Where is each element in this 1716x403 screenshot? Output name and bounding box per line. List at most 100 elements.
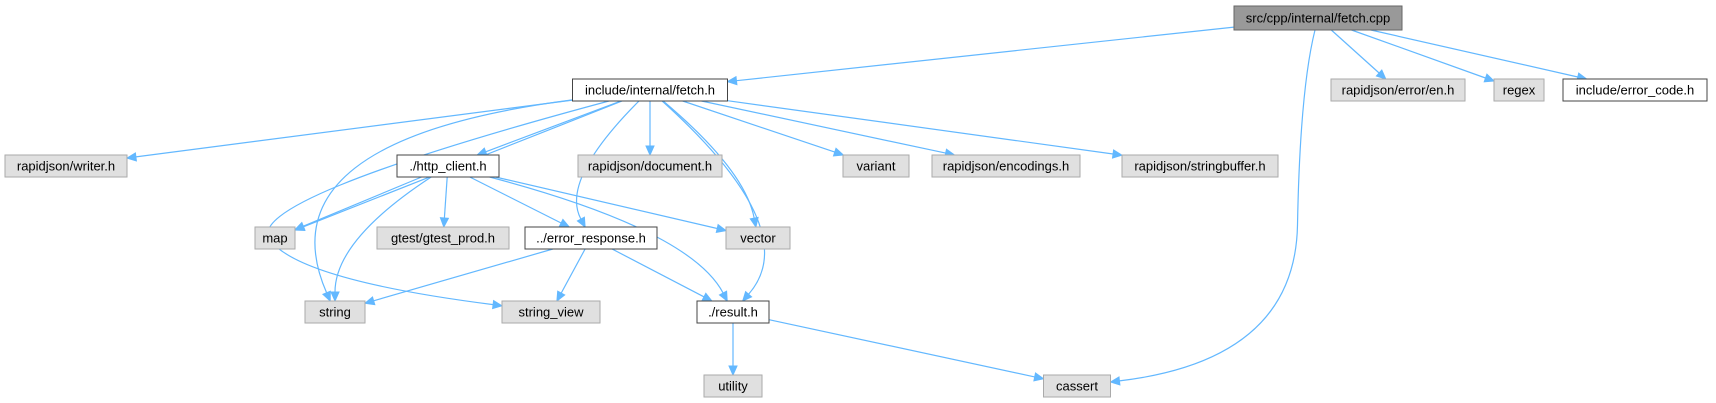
node-label: ../error_response.h <box>536 231 646 246</box>
edge-arrowhead <box>1033 372 1045 382</box>
edge-line <box>495 176 718 230</box>
edge-http_client-to-gtest_prod <box>439 176 450 229</box>
node-label: rapidjson/encodings.h <box>943 159 1069 174</box>
edge-http_client-to-error_response <box>469 176 571 228</box>
node-label: map <box>262 231 287 246</box>
node-box <box>572 78 728 102</box>
node-variant: variant <box>842 154 910 178</box>
edge-fetch_cpp-to-cassert <box>1109 29 1316 386</box>
node-box <box>1233 5 1403 31</box>
edge-fetch_h-to-result <box>661 100 765 302</box>
edge-line <box>611 248 705 298</box>
edge-line <box>682 100 835 153</box>
edge-fetch_h-to-string_view <box>267 100 610 310</box>
edge-arrowhead <box>645 145 655 157</box>
edge-arrowhead <box>1375 69 1387 80</box>
node-box <box>376 226 510 250</box>
node-label: vector <box>740 231 776 246</box>
edge-line <box>662 100 755 219</box>
node-box <box>254 226 296 250</box>
edge-fetch_h-to-vector <box>662 100 759 229</box>
edge-arrowhead <box>363 296 376 306</box>
node-writer: rapidjson/writer.h <box>4 154 128 178</box>
edge-fetch_cpp-to-error_code <box>1370 29 1588 82</box>
node-label: string_view <box>518 305 584 320</box>
edge-error_response-to-string <box>363 248 554 306</box>
node-label: src/cpp/internal/fetch.cpp <box>1246 11 1391 26</box>
node-result[interactable]: ./result.h <box>696 300 770 324</box>
edge-arrowhead <box>718 290 728 303</box>
node-fetch-cpp[interactable]: src/cpp/internal/fetch.cpp <box>1233 5 1403 31</box>
edge-fetch_cpp-to-fetch_h <box>726 26 1235 86</box>
edge-result-to-utility <box>728 323 738 377</box>
edge-arrowhead <box>321 290 331 303</box>
edge-http_client-to-string <box>330 176 432 303</box>
edge-arrowhead <box>728 365 738 377</box>
edge-line <box>1330 29 1380 74</box>
node-box <box>396 154 500 178</box>
node-box <box>1330 78 1466 102</box>
edge-line <box>267 100 610 306</box>
node-label: utility <box>718 379 748 394</box>
node-error-en: rapidjson/error/en.h <box>1330 78 1466 102</box>
edge-error_response-to-string_view <box>556 248 586 303</box>
node-box <box>1493 78 1545 102</box>
edge-line <box>373 248 554 302</box>
node-error-response[interactable]: ../error_response.h <box>524 226 658 250</box>
edge-arrowhead <box>558 218 571 228</box>
edge-fetch_cpp-to-error_en <box>1330 29 1387 80</box>
edge-fetch_cpp-to-regex <box>1351 29 1496 83</box>
edge-layer <box>125 26 1588 386</box>
edge-line <box>1370 29 1578 78</box>
edge-line <box>314 99 573 294</box>
node-box <box>931 154 1081 178</box>
edge-fetch_h-to-encodings <box>701 100 956 158</box>
node-label: rapidjson/stringbuffer.h <box>1134 159 1265 174</box>
node-label: include/internal/fetch.h <box>585 83 715 98</box>
edge-line <box>1351 29 1486 79</box>
edge-line <box>443 176 448 219</box>
edge-arrowhead <box>832 147 845 157</box>
node-label: variant <box>856 159 895 174</box>
node-box <box>577 154 723 178</box>
edge-arrowhead <box>741 290 753 302</box>
edge-arrowhead <box>749 216 759 229</box>
node-gtest-prod: gtest/gtest_prod.h <box>376 226 510 250</box>
node-box <box>524 226 658 250</box>
edge-arrowhead <box>556 290 566 303</box>
node-error-code[interactable]: include/error_code.h <box>1562 78 1708 102</box>
edge-line <box>736 26 1235 82</box>
edge-arrowhead <box>715 223 728 234</box>
node-string-view: string_view <box>501 300 601 324</box>
node-box <box>1121 154 1279 178</box>
node-encodings: rapidjson/encodings.h <box>931 154 1081 178</box>
edge-error_response-to-result <box>611 248 713 302</box>
node-box <box>1562 78 1708 102</box>
node-layer: src/cpp/internal/fetch.cpp include/intern… <box>4 5 1708 398</box>
node-label: cassert <box>1056 379 1098 394</box>
edge-fetch_h-to-writer <box>125 99 573 162</box>
edge-line <box>1119 29 1316 382</box>
edge-fetch_h-to-string <box>314 99 573 303</box>
node-http-client[interactable]: ./http_client.h <box>396 154 500 178</box>
edge-line <box>303 176 422 227</box>
node-label: rapidjson/writer.h <box>17 159 115 174</box>
node-utility: utility <box>703 374 763 398</box>
node-document: rapidjson/document.h <box>577 154 723 178</box>
node-label: string <box>319 305 351 320</box>
edge-arrowhead <box>439 217 450 229</box>
edge-http_client-to-map <box>293 176 422 231</box>
edge-arrowhead <box>293 221 306 231</box>
edge-line <box>727 100 1114 155</box>
node-fetch-h[interactable]: include/internal/fetch.h <box>572 78 728 102</box>
node-label: include/error_code.h <box>1576 83 1695 98</box>
edge-fetch_h-to-stringbuffer <box>727 100 1124 159</box>
edge-arrowhead <box>1109 376 1121 386</box>
node-cassert: cassert <box>1043 374 1111 398</box>
edge-arrowhead <box>492 299 504 310</box>
edge-arrowhead <box>576 216 586 229</box>
edge-line <box>661 100 765 295</box>
node-box <box>725 226 791 250</box>
edge-arrowhead <box>701 292 713 302</box>
